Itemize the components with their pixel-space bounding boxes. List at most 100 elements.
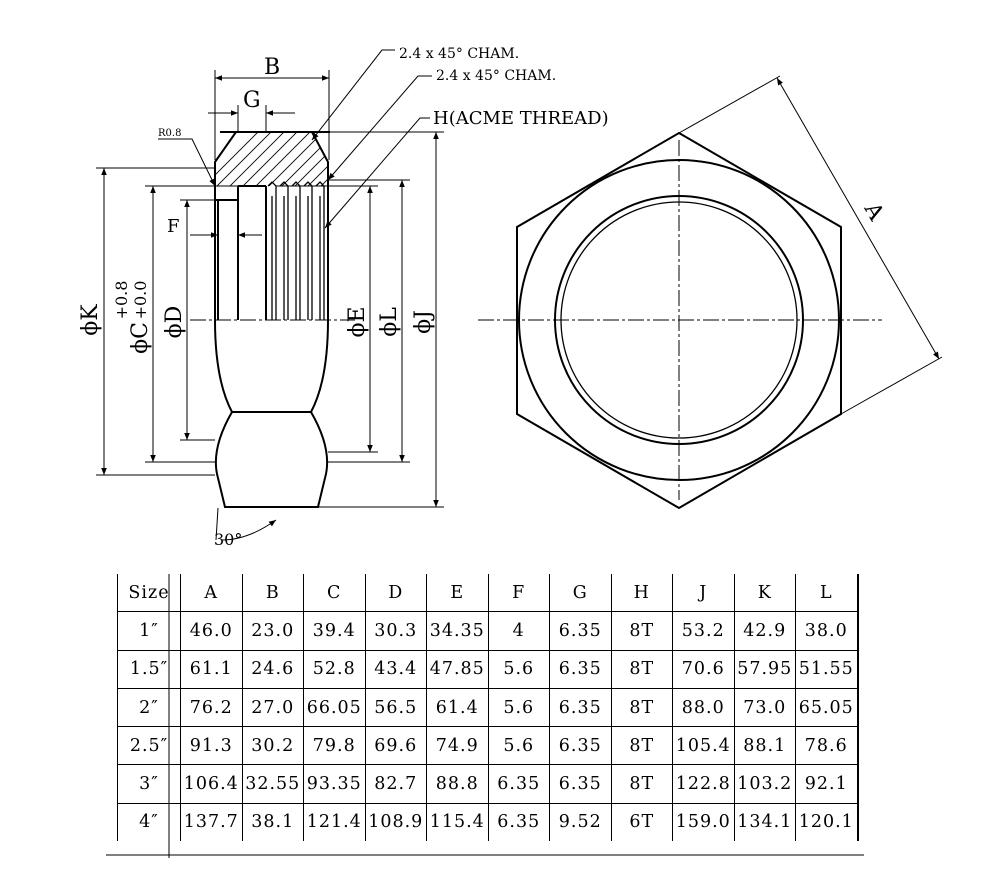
table-cell: 134.1 <box>733 802 796 842</box>
table-cell: 5.6 <box>487 687 550 728</box>
chamfer-label-2: 2.4 x 45° CHAM. <box>436 68 556 84</box>
dimension-table: Size A B C D E F G H J K L 1″ 46.0 23.0 … <box>117 574 859 842</box>
dim-b-label: B <box>264 55 280 80</box>
table-cell: 79.8 <box>303 726 366 766</box>
thread-label: H(ACME THREAD) <box>433 108 609 129</box>
table-cell: 61.1 <box>180 649 243 689</box>
table-cell: 23.0 <box>241 611 304 651</box>
table-cell: 66.05 <box>303 687 366 728</box>
dim-l-label: ϕL <box>377 307 402 337</box>
table-cell: 39.4 <box>303 611 366 651</box>
table-cell: 73.0 <box>733 687 796 728</box>
table-cell: 61.4 <box>426 687 489 728</box>
table-cell: 93.35 <box>303 764 366 804</box>
table-cell: 6.35 <box>487 764 550 804</box>
acme-thread <box>267 181 325 320</box>
table-cell: 6T <box>610 802 673 842</box>
table-cell: 88.8 <box>426 764 489 804</box>
table-cell: 8T <box>610 764 673 804</box>
table-cell: 56.5 <box>364 687 427 728</box>
dim-e-label: ϕE <box>345 306 370 337</box>
table-cell: 91.3 <box>180 726 243 766</box>
header-cell: E <box>426 574 489 613</box>
table-cell: 24.6 <box>241 649 304 689</box>
table-cell: 1″ <box>117 611 181 651</box>
table-cell: 92.1 <box>795 764 859 804</box>
table-cell: 6.35 <box>487 802 550 842</box>
table-cell: 159.0 <box>672 802 735 842</box>
dim-c-label: ϕC <box>128 322 153 354</box>
table-cell: 38.1 <box>241 802 304 842</box>
dim-a-label: A <box>858 198 889 226</box>
header-cell: A <box>180 574 243 613</box>
table-cell: 103.2 <box>733 764 796 804</box>
table-cell: 57.95 <box>733 649 796 689</box>
table-cell: 115.4 <box>426 802 489 842</box>
table-cell: 30.3 <box>364 611 427 651</box>
hatched-section <box>215 132 328 186</box>
dim-f-label: F <box>167 216 180 237</box>
table-cell: 1.5″ <box>117 649 181 689</box>
header-cell: Size <box>117 574 181 613</box>
dim-g-label: G <box>243 88 261 113</box>
table-cell: 88.0 <box>672 687 735 728</box>
table-cell: 27.0 <box>241 687 304 728</box>
table-cell: 32.55 <box>241 764 304 804</box>
header-cell: J <box>672 574 735 613</box>
table-cell: 42.9 <box>733 611 796 651</box>
table-row: 1.5″ 61.1 24.6 52.8 43.4 47.85 5.6 6.35 … <box>117 649 859 689</box>
table-cell: 65.05 <box>795 687 859 728</box>
table-cell: 6.35 <box>549 726 612 766</box>
table-cell: 8T <box>610 611 673 651</box>
table-cell: 6.35 <box>549 687 612 728</box>
table-row: 1″ 46.0 23.0 39.4 30.3 34.35 4 6.35 8T 5… <box>117 611 859 651</box>
table-cell: 69.6 <box>364 726 427 766</box>
header-cell: C <box>303 574 366 613</box>
table-cell: 4″ <box>117 802 181 842</box>
header-cell: D <box>364 574 427 613</box>
table-row: 2″ 76.2 27.0 66.05 56.5 61.4 5.6 6.35 8T… <box>117 687 859 728</box>
table-cell: 76.2 <box>180 687 243 728</box>
table-cell: 38.0 <box>795 611 859 651</box>
table-cell: 106.4 <box>180 764 243 804</box>
table-cell: 5.6 <box>487 726 550 766</box>
header-cell: L <box>795 574 859 613</box>
dim-d-label: ϕD <box>162 306 187 339</box>
table-header-row: Size A B C D E F G H J K L <box>117 574 859 613</box>
dim-k-label: ϕK <box>78 304 103 336</box>
table-cell: 9.52 <box>549 802 612 842</box>
table-cell: 8T <box>610 726 673 766</box>
table-cell: 46.0 <box>180 611 243 651</box>
section-view: B G R0.8 2.4 x 45° CHAM. 2.4 x 45° CHAM.… <box>78 46 609 549</box>
table-cell: 82.7 <box>364 764 427 804</box>
table-cell: 53.2 <box>672 611 735 651</box>
table-cell: 4 <box>487 611 550 651</box>
table-cell: 121.4 <box>303 802 366 842</box>
table-row: 3″ 106.4 32.55 93.35 82.7 88.8 6.35 6.35… <box>117 764 859 804</box>
dim-c-tol-lower: +0.0 <box>131 281 150 320</box>
table-cell: 78.6 <box>795 726 859 766</box>
table-cell: 51.55 <box>795 649 859 689</box>
table-cell: 108.9 <box>364 802 427 842</box>
hex-body-outline <box>214 186 329 413</box>
header-cell: G <box>549 574 612 613</box>
angle-label: 30° <box>214 530 242 549</box>
table-cell: 74.9 <box>426 726 489 766</box>
head-outline <box>214 131 329 200</box>
table-cell: 34.35 <box>426 611 489 651</box>
table-cell: 105.4 <box>672 726 735 766</box>
table-cell: 70.6 <box>672 649 735 689</box>
table-cell: 6.35 <box>549 764 612 804</box>
table-cell: 2.5″ <box>117 726 181 766</box>
table-cell: 3″ <box>117 764 181 804</box>
table-cell: 88.1 <box>733 726 796 766</box>
table-cell: 2″ <box>117 687 181 728</box>
table-cell: 6.35 <box>549 611 612 651</box>
header-cell: B <box>241 574 304 613</box>
table-row: 4″ 137.7 38.1 121.4 108.9 115.4 6.35 9.5… <box>117 802 859 842</box>
table-cell: 6.35 <box>549 649 612 689</box>
table-cell: 8T <box>610 649 673 689</box>
header-cell: H <box>610 574 673 613</box>
front-view: A <box>478 75 943 510</box>
